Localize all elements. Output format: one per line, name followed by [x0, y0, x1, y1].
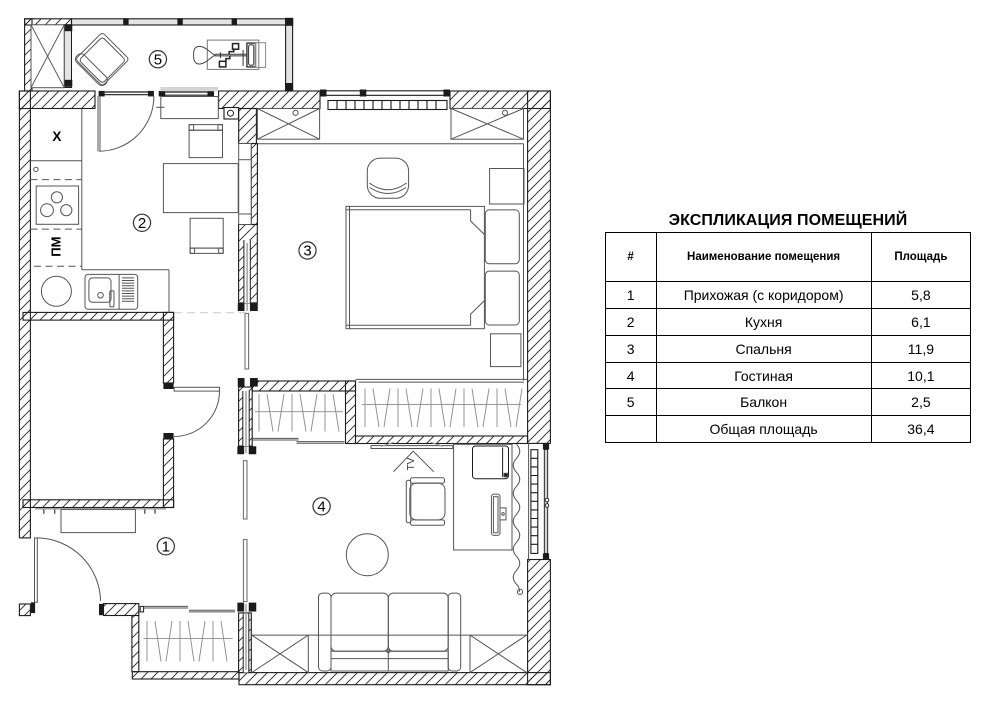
svg-text:ПМ: ПМ: [48, 237, 63, 257]
svg-text:3: 3: [303, 243, 311, 260]
svg-text:1: 1: [162, 538, 170, 555]
svg-text:TV: TV: [406, 457, 417, 470]
svg-text:4: 4: [317, 498, 325, 515]
svg-text:X: X: [52, 129, 61, 144]
svg-text:2: 2: [138, 215, 146, 232]
svg-text:5: 5: [154, 51, 162, 68]
